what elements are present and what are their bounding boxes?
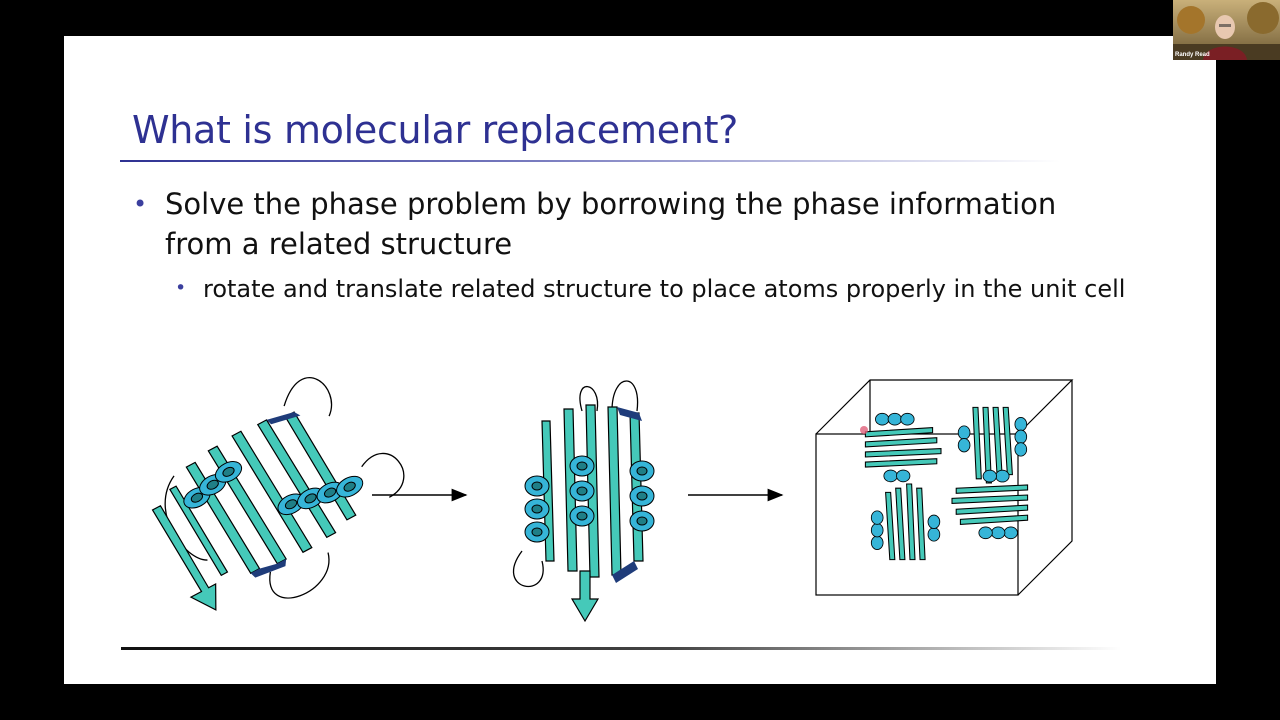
packed-molecules [860,406,1029,561]
webcam-thumbnail[interactable]: Randy Read [1173,0,1280,60]
bullet-item: • Solve the phase problem by borrowing t… [133,184,1125,264]
title-underline [120,160,1060,162]
slide-title: What is molecular replacement? [132,108,739,152]
sub-bullet-text: rotate and translate related structure t… [203,275,1126,303]
bullet-glyph: • [133,190,148,218]
presenter-video-icon [1173,0,1280,60]
protein-model-original [151,377,405,611]
protein-model-rotated [512,380,655,623]
presenter-name: Randy Read [1175,52,1210,58]
bullet-text: Solve the phase problem by borrowing the… [165,187,1057,261]
sub-bullet-item: • rotate and translate related structure… [175,272,1153,306]
unit-cell-box [815,379,1074,596]
pointer-dot [860,426,868,434]
slide: What is molecular replacement? • Solve t… [64,36,1216,684]
sub-bullet-glyph: • [175,277,187,299]
footer-rule [121,647,1121,650]
